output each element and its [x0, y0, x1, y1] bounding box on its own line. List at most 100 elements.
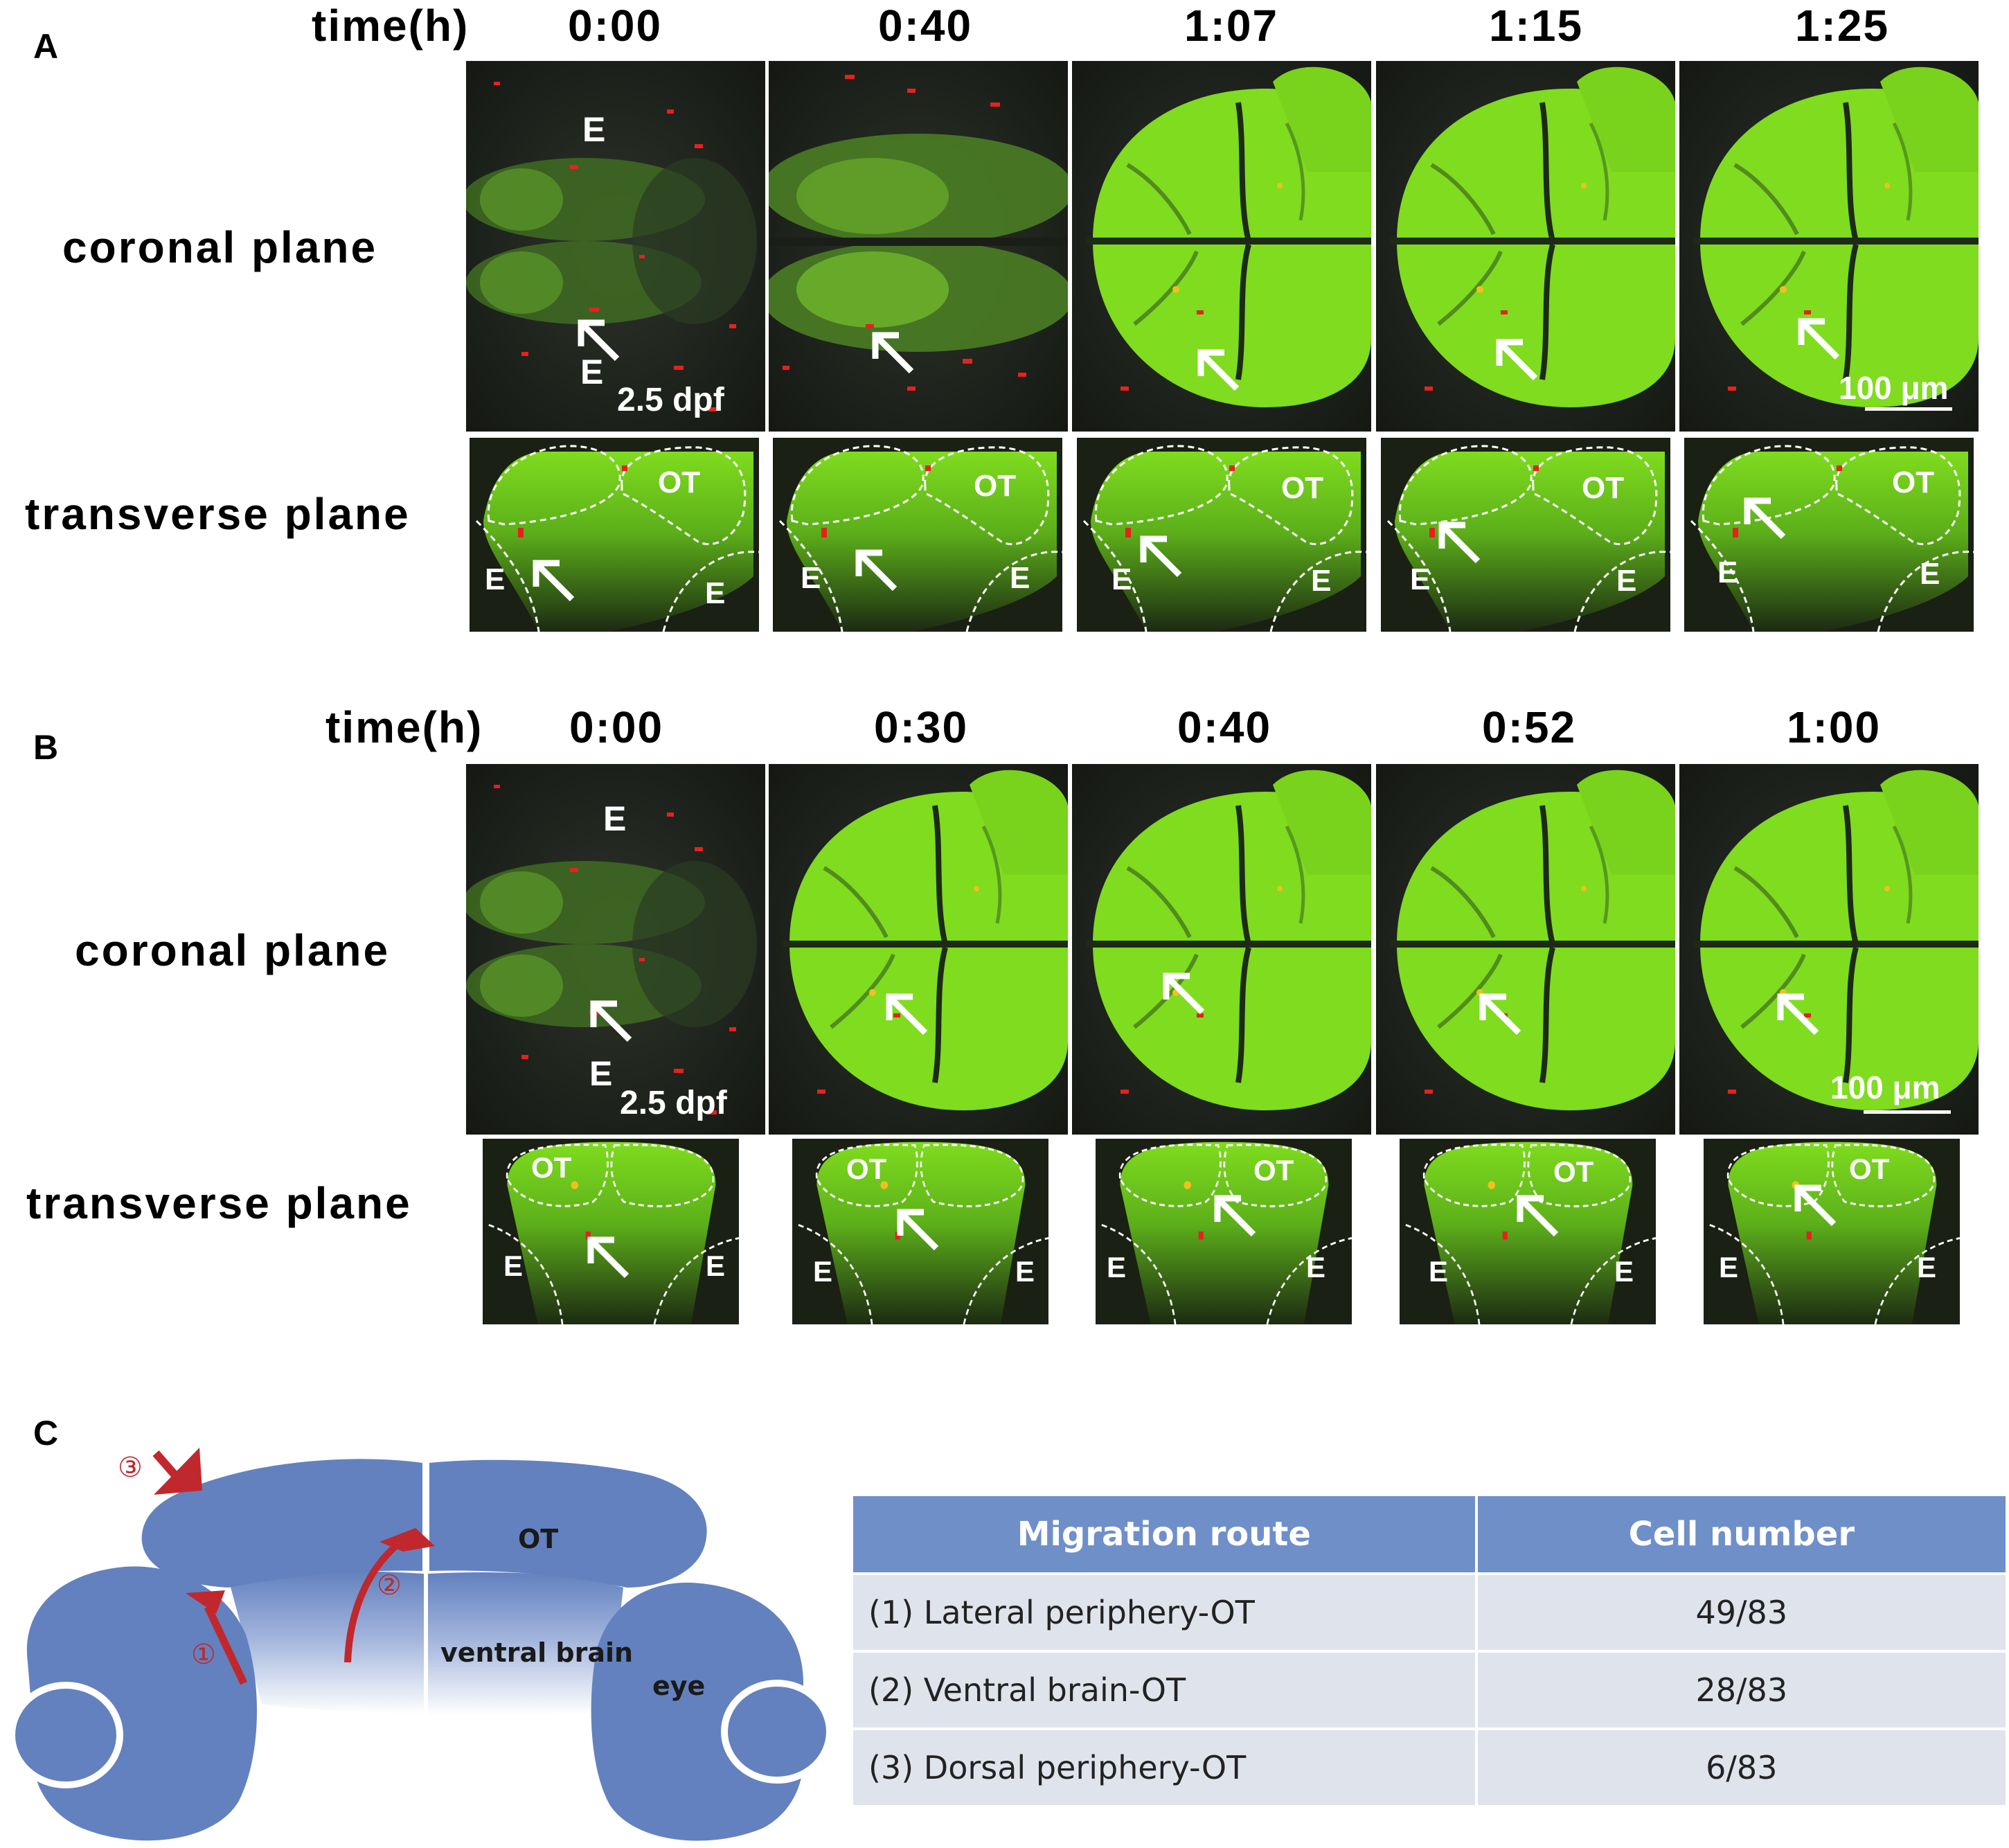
eye-label: E [1717, 556, 1738, 589]
route-cell: (3) Dorsal periphery-OT [853, 1727, 1478, 1805]
white-arrow-icon [1704, 1139, 1960, 1324]
tectum-label: OT [1253, 1154, 1294, 1187]
tectum-label: OT [1892, 465, 1935, 499]
panel-a-time-1: 0:40 [878, 1, 973, 51]
panel-b-transverse-image-3: OT E E [1400, 1139, 1656, 1324]
left-lens-shape [8, 1682, 123, 1788]
scale-bar [1865, 407, 1952, 411]
panel-b-transverse-image-0: OT E E [483, 1139, 739, 1324]
eye-label: E [503, 1250, 524, 1282]
white-arrow-icon [769, 764, 1068, 1135]
white-arrow-icon [1096, 1139, 1352, 1324]
schematic-eye-label: eye [652, 1671, 706, 1701]
white-arrow-icon [792, 1139, 1048, 1324]
right-lens-shape [721, 1680, 833, 1784]
schematic-tectum-label: OT [518, 1524, 559, 1554]
white-arrow-icon [466, 61, 765, 432]
table-row: (1) Lateral periphery-OT 49/83 [853, 1572, 2009, 1651]
panel-b-coronal-label: coronal plane [75, 925, 391, 975]
table-row: (3) Dorsal periphery-OT 6/83 [853, 1727, 2009, 1805]
ventral-brain-shape [428, 1572, 623, 1716]
count-cell: 28/83 [1476, 1650, 2009, 1729]
white-arrow-icon [1072, 764, 1371, 1135]
panel-a-coronal-image-4: 100 μm [1679, 61, 1979, 432]
eye-label: E [582, 110, 606, 149]
ventral-brain-shape [229, 1570, 424, 1714]
panel-b-transverse-image-2: OT E E [1096, 1139, 1352, 1324]
tectum-label: OT [1849, 1153, 1890, 1185]
eye-label: E [485, 562, 506, 596]
panel-b-time-3: 0:52 [1482, 702, 1577, 752]
eye-label: E [1015, 1255, 1035, 1288]
route-1-arrow [204, 1605, 247, 1685]
panel-b-letter: B [33, 728, 59, 767]
panel-a-transverse-image-1: OT E E [773, 438, 1062, 632]
white-arrow-icon [773, 438, 1062, 632]
panel-a-letter: A [33, 27, 59, 66]
white-arrow-icon [1077, 438, 1366, 632]
panel-a-transverse-image-2: OT E E [1077, 438, 1366, 632]
scale-label: 100 μm [1839, 370, 1949, 406]
eye-label: E [1111, 562, 1132, 596]
eye-label: E [1107, 1251, 1127, 1283]
route-1-arrowhead [186, 1590, 225, 1614]
tectum-label: OT [531, 1151, 572, 1184]
panel-a-time-2: 1:07 [1184, 1, 1279, 51]
column-header-route: Migration route [853, 1496, 1478, 1574]
white-arrow-icon [1072, 61, 1371, 432]
table-header-row: Migration route Cell number [853, 1496, 2009, 1574]
count-cell: 49/83 [1476, 1572, 2009, 1651]
eye-label: E [1917, 1251, 1937, 1283]
schematic-ventral-brain-label: ventral brain [440, 1637, 634, 1668]
eye-label: E [1429, 1255, 1449, 1288]
panel-a-transverse-image-0: OT E E [470, 438, 759, 632]
eye-label: E [813, 1255, 833, 1288]
tectum-label: OT [1553, 1155, 1594, 1188]
tectum-label: OT [846, 1153, 887, 1185]
eye-label: E [1616, 564, 1637, 598]
eye-label: E [1410, 562, 1431, 596]
panel-b-coronal-image-0: E E 2.5 dpf [466, 764, 765, 1135]
route-1-marker: ① [191, 1640, 216, 1670]
eye-label: E [1311, 564, 1332, 598]
panel-b-coronal-image-4: 100 μm [1679, 764, 1979, 1135]
eye-label: E [706, 1250, 726, 1282]
panel-b-time-4: 1:00 [1787, 702, 1882, 752]
panel-b-coronal-image-2 [1072, 764, 1371, 1135]
tectum-label: OT [658, 465, 701, 499]
eye-label: E [1306, 1251, 1326, 1283]
white-arrow-icon [1376, 764, 1675, 1135]
white-arrow-icon [1381, 438, 1670, 632]
panel-a-coronal-label: coronal plane [62, 222, 378, 272]
route-cell: (1) Lateral periphery-OT [853, 1572, 1478, 1651]
panel-a-transverse-image-4: OT E E [1684, 438, 1974, 632]
panel-a-time-4: 1:25 [1795, 1, 1890, 51]
white-arrow-icon [470, 438, 759, 632]
route-3-marker: ③ [118, 1452, 143, 1483]
tectum-label: OT [1582, 471, 1625, 505]
panel-a-coronal-image-1 [769, 61, 1068, 432]
eye-label: E [603, 799, 627, 838]
route-2-arrow [344, 1538, 404, 1663]
eye-label: E [589, 1054, 613, 1093]
panel-a-coronal-image-2 [1072, 61, 1371, 432]
route-2-marker: ② [377, 1570, 402, 1601]
panel-a-transverse-label: transverse plane [25, 489, 411, 539]
stage-label: 2.5 dpf [617, 382, 724, 418]
eye-label: E [1920, 557, 1940, 591]
panel-b-coronal-image-3 [1376, 764, 1675, 1135]
panel-c-letter: C [33, 1414, 59, 1452]
tectum-label: OT [974, 469, 1017, 503]
panel-a-time-3: 1:15 [1489, 1, 1584, 51]
eye-label: E [580, 353, 604, 391]
optic-tectum-left-lobe [141, 1459, 422, 1588]
scale-label: 100 μm [1830, 1069, 1940, 1105]
white-arrow-icon [1684, 438, 1974, 632]
panel-b-transverse-label: transverse plane [26, 1178, 412, 1228]
tectum-label: OT [1281, 471, 1324, 505]
panel-a-coronal-image-3 [1376, 61, 1675, 432]
white-arrow-icon [483, 1139, 739, 1324]
migration-route-table: Migration route Cell number (1) Lateral … [853, 1496, 2009, 1805]
eye-label: E [1010, 561, 1030, 595]
route-2-arrowhead [380, 1528, 435, 1552]
